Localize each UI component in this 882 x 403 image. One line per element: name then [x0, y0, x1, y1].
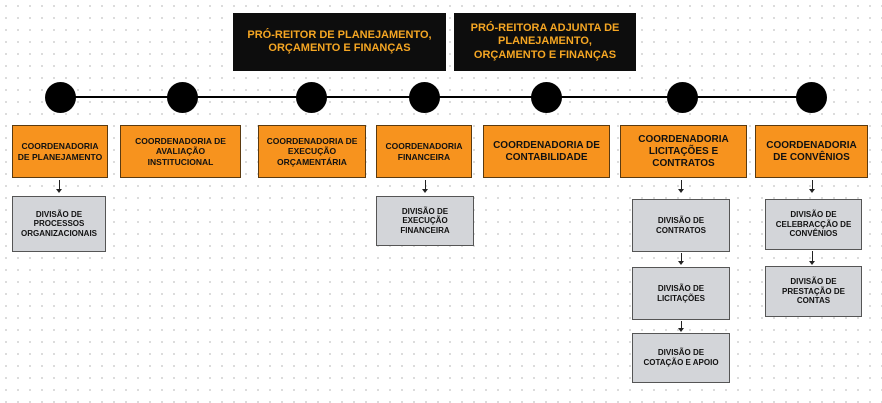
- coord-contabilidade: COORDENADORIA DE CONTABILIDADE: [483, 125, 610, 178]
- node-dot-7: [796, 82, 827, 113]
- div-licitacoes: DIVISÃO DE LICITAÇÕES: [632, 267, 730, 320]
- node-dot-3: [296, 82, 327, 113]
- arrow-convenios: [809, 189, 815, 193]
- coord-licitacoes-contratos: COORDENADORIA LICITAÇÕES E CONTRATOS: [620, 125, 747, 178]
- coord-contabilidade-label: COORDENADORIA DE CONTABILIDADE: [493, 139, 600, 163]
- div-celebracao-convenios: DIVISÃO DE CELEBRACÇÃO DE CONVÊNIOS: [765, 199, 862, 250]
- node-dot-4: [409, 82, 440, 113]
- connector-celebracao-prestacao: [812, 251, 813, 262]
- connector-planejamento: [59, 180, 60, 190]
- div-contratos-label: DIVISÃO DE CONTRATOS: [656, 215, 706, 235]
- arrow-planejamento: [56, 189, 62, 193]
- coord-execucao-orcamentaria: COORDENADORIA DE EXECUÇÃO ORÇAMENTÁRIA: [258, 125, 366, 178]
- connector-financeira: [425, 180, 426, 190]
- connector-licitacoes-cotacao: [681, 321, 682, 329]
- arrow-contratos-licitacoes: [678, 261, 684, 265]
- arrow-financeira: [422, 189, 428, 193]
- div-prestacao-label: DIVISÃO DE PRESTAÇÃO DE CONTAS: [782, 277, 845, 306]
- div-licitacoes-label: DIVISÃO DE LICITAÇÕES: [657, 283, 705, 303]
- div-celebracao-label: DIVISÃO DE CELEBRACÇÃO DE CONVÊNIOS: [775, 210, 852, 239]
- div-prestacao-contas: DIVISÃO DE PRESTAÇÃO DE CONTAS: [765, 266, 862, 317]
- div-execucao-financeira-label: DIVISÃO DE EXECUÇÃO FINANCEIRA: [400, 206, 450, 235]
- div-processos-organizacionais: DIVISÃO DE PROCESSOS ORGANIZACIONAIS: [12, 196, 106, 252]
- pro-reitora-adjunta-box: PRÓ-REITORA ADJUNTA DE PLANEJAMENTO, ORÇ…: [454, 13, 636, 71]
- arrow-licitacoes: [678, 189, 684, 193]
- arrow-celebracao-prestacao: [809, 261, 815, 265]
- node-dot-5: [531, 82, 562, 113]
- node-dot-1: [45, 82, 76, 113]
- coord-convenios-label: COORDENADORIA DE CONVÊNIOS: [766, 139, 857, 163]
- coord-execucao-label: COORDENADORIA DE EXECUÇÃO ORÇAMENTÁRIA: [266, 136, 358, 167]
- div-contratos: DIVISÃO DE CONTRATOS: [632, 199, 730, 252]
- pro-reitor-label: PRÓ-REITOR DE PLANEJAMENTO, ORÇAMENTO E …: [247, 28, 432, 54]
- coord-avaliacao-label: COORDENADORIA DE AVALIAÇÃO INSTITUCIONAL: [135, 136, 226, 167]
- node-dot-6: [667, 82, 698, 113]
- coord-planejamento: COORDENADORIA DE PLANEJAMENTO: [12, 125, 108, 178]
- pro-reitor-box: PRÓ-REITOR DE PLANEJAMENTO, ORÇAMENTO E …: [233, 13, 446, 71]
- node-dot-2: [167, 82, 198, 113]
- coord-avaliacao-institucional: COORDENADORIA DE AVALIAÇÃO INSTITUCIONAL: [120, 125, 241, 178]
- coord-planejamento-label: COORDENADORIA DE PLANEJAMENTO: [17, 141, 103, 162]
- coord-convenios: COORDENADORIA DE CONVÊNIOS: [755, 125, 868, 178]
- arrow-licitacoes-cotacao: [678, 328, 684, 332]
- connector-convenios: [812, 180, 813, 190]
- div-processos-label: DIVISÃO DE PROCESSOS ORGANIZACIONAIS: [21, 209, 97, 238]
- coord-licitacoes-label: COORDENADORIA LICITAÇÕES E CONTRATOS: [638, 133, 729, 169]
- coord-financeira-label: COORDENADORIA FINANCEIRA: [385, 141, 463, 162]
- coord-financeira: COORDENADORIA FINANCEIRA: [376, 125, 472, 178]
- div-cotacao-apoio: DIVISÃO DE COTAÇÃO E APOIO: [632, 333, 730, 383]
- connector-contratos-licitacoes: [681, 253, 682, 262]
- div-execucao-financeira: DIVISÃO DE EXECUÇÃO FINANCEIRA: [376, 196, 474, 246]
- div-cotacao-label: DIVISÃO DE COTAÇÃO E APOIO: [643, 348, 719, 367]
- connector-licitacoes: [681, 180, 682, 190]
- pro-reitora-adjunta-label: PRÓ-REITORA ADJUNTA DE PLANEJAMENTO, ORÇ…: [470, 22, 620, 61]
